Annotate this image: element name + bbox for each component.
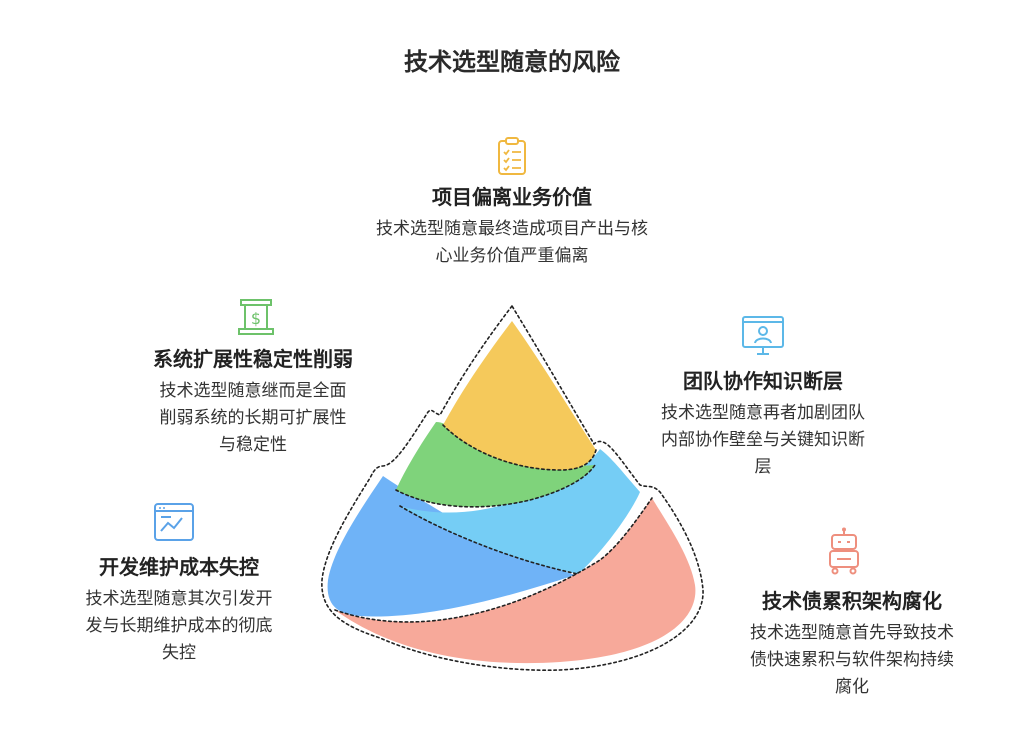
item-debt-desc: 技术选型随意首先导致技术 债快速累积与软件架构持续 腐化 (702, 620, 1002, 701)
item-debt-desc-line: 技术选型随意首先导致技术 (750, 623, 954, 643)
item-scalability-desc: 技术选型随意继而是全面 削弱系统的长期可扩展性 与稳定性 (108, 378, 398, 459)
layer-cost (327, 476, 575, 617)
layer-debt (335, 498, 696, 664)
clipboard-checklist-icon (496, 136, 528, 176)
item-scalability-heading: 系统扩展性稳定性削弱 (153, 347, 353, 371)
item-cost-desc-line: 发与长期维护成本的彻底 (85, 616, 273, 636)
robot-icon (826, 527, 862, 575)
layer-scalability (396, 422, 595, 507)
item-business-desc-line: 技术选型随意最终造成项目产出与核 (376, 219, 648, 239)
browser-chart-icon (152, 501, 196, 543)
item-scalability-desc-line: 与稳定性 (219, 435, 287, 455)
layer-team (400, 449, 640, 574)
svg-text:$: $ (251, 309, 261, 328)
item-team-desc-line: 层 (754, 457, 772, 477)
item-cost-desc: 技术选型随意其次引发开 发与长期维护成本的彻底 失控 (34, 586, 324, 667)
item-team-heading: 团队协作知识断层 (683, 369, 843, 393)
item-team: 团队协作知识断层 技术选型随意再者加剧团队 内部协作壁垒与关键知识断 层 (618, 368, 908, 481)
item-scalability: 系统扩展性稳定性削弱 技术选型随意继而是全面 削弱系统的长期可扩展性 与稳定性 (108, 346, 398, 459)
item-debt-heading: 技术债累积架构腐化 (762, 589, 942, 613)
dollar-sign-icon: $ (236, 296, 276, 336)
item-scalability-desc-line: 技术选型随意继而是全面 (159, 381, 347, 401)
item-debt-desc-line: 腐化 (835, 677, 869, 697)
item-scalability-desc-line: 削弱系统的长期可扩展性 (159, 408, 347, 428)
item-team-desc: 技术选型随意再者加剧团队 内部协作壁垒与关键知识断 层 (618, 400, 908, 481)
item-debt: 技术债累积架构腐化 技术选型随意首先导致技术 债快速累积与软件架构持续 腐化 (702, 588, 1002, 701)
item-business: 项目偏离业务价值 技术选型随意最终造成项目产出与核 心业务价值严重偏离 (302, 184, 722, 270)
item-team-desc-line: 内部协作壁垒与关键知识断 (661, 430, 865, 450)
layer-business (443, 321, 596, 470)
item-business-heading: 项目偏离业务价值 (432, 185, 592, 209)
diagram-title: 技术选型随意的风险 (404, 48, 620, 76)
item-business-desc-line: 心业务价值严重偏离 (435, 246, 589, 266)
item-cost-desc-line: 技术选型随意其次引发开 (85, 589, 273, 609)
item-team-desc-line: 技术选型随意再者加剧团队 (661, 403, 865, 423)
item-business-desc: 技术选型随意最终造成项目产出与核 心业务价值严重偏离 (302, 216, 722, 270)
item-cost-heading: 开发维护成本失控 (99, 555, 259, 579)
item-cost-desc-line: 失控 (162, 643, 196, 663)
item-debt-desc-line: 债快速累积与软件架构持续 (750, 650, 954, 670)
item-cost: 开发维护成本失控 技术选型随意其次引发开 发与长期维护成本的彻底 失控 (34, 554, 324, 667)
monitor-person-icon (740, 314, 786, 358)
